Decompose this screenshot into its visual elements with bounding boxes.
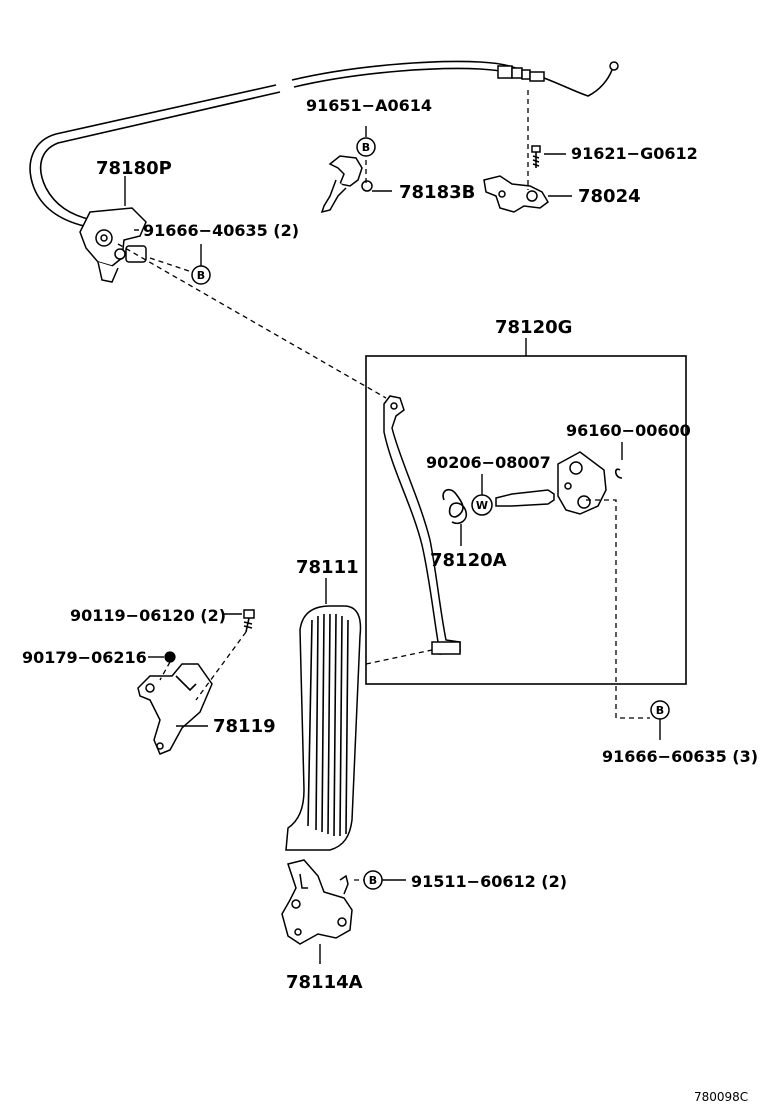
label-78183B: 78183B	[399, 182, 475, 203]
label-78119: 78119	[213, 716, 276, 737]
svg-text:B: B	[656, 704, 664, 717]
marker-b-base: B	[363, 870, 406, 890]
label-90206-08007: 90206−08007	[426, 453, 551, 472]
bolt-91621	[531, 145, 541, 168]
cable-adjuster	[497, 65, 545, 82]
bracket-78024	[483, 175, 549, 213]
marker-b-bracket: B	[149, 244, 211, 285]
svg-text:B: B	[197, 269, 205, 282]
figure-code: 780098C	[694, 1090, 748, 1104]
pedal-base-78114A	[281, 859, 353, 945]
pedal-pad-78111	[285, 605, 362, 851]
e-clip	[614, 468, 623, 479]
label-90119-06120: 90119−06120 (2)	[70, 606, 226, 625]
pedal-arm	[383, 395, 461, 655]
label-78180P: 78180P	[96, 158, 172, 179]
label-91511-60612: 91511−60612 (2)	[411, 872, 567, 891]
clip-78183B	[320, 155, 373, 214]
svg-text:W: W	[476, 499, 488, 512]
washer-w: W	[471, 474, 493, 516]
nut-90179	[164, 651, 176, 663]
label-78120A: 78120A	[430, 550, 507, 571]
bracket-78180P	[79, 207, 147, 283]
pedal-bracket-plate	[557, 451, 607, 515]
label-91666-40635: 91666−40635 (2)	[143, 221, 299, 240]
label-91621-G0612: 91621−G0612	[571, 144, 698, 163]
pin	[495, 489, 555, 507]
bracket-78119	[137, 663, 213, 755]
accelerator-cable	[29, 60, 619, 227]
marker-b-upper: B	[356, 126, 376, 157]
label-96160-00600: 96160−00600	[566, 421, 691, 440]
label-91651-A0614: 91651−A0614	[306, 96, 432, 115]
label-78024: 78024	[578, 186, 641, 207]
label-78120G: 78120G	[495, 317, 572, 338]
label-90179-06216: 90179−06216	[22, 648, 147, 667]
label-78111: 78111	[296, 557, 359, 578]
marker-b-lower-right: B	[650, 700, 670, 740]
label-91666-60635: 91666−60635 (3)	[602, 747, 758, 766]
assembly-box-78120G	[365, 338, 687, 685]
bolt-90119	[243, 609, 255, 633]
label-78114A: 78114A	[286, 972, 363, 993]
spring	[442, 488, 468, 525]
svg-text:B: B	[362, 141, 370, 154]
svg-text:B: B	[369, 874, 377, 887]
